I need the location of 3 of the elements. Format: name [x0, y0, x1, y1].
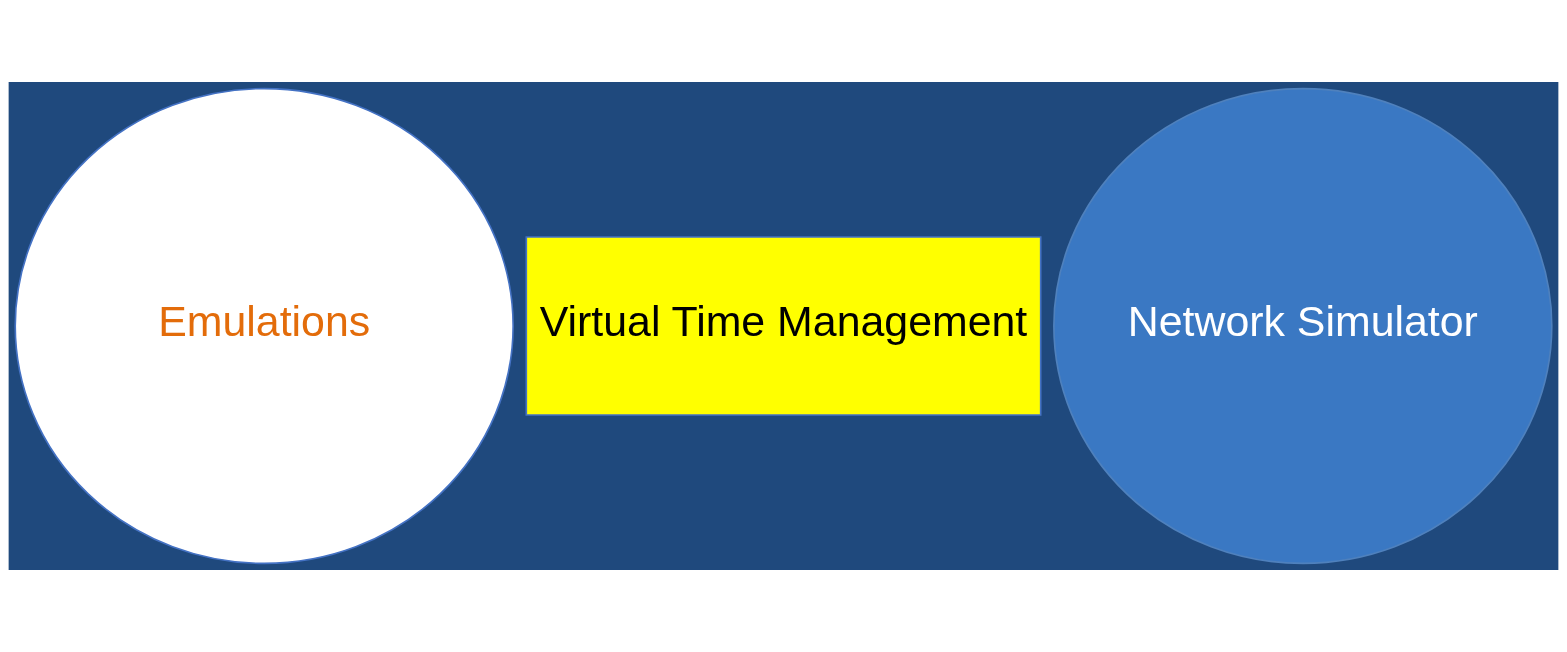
node-box: Virtual Time Management: [525, 236, 1042, 416]
node-circle: Emulations: [14, 87, 514, 565]
node-circle: Network Simulator: [1053, 87, 1553, 565]
